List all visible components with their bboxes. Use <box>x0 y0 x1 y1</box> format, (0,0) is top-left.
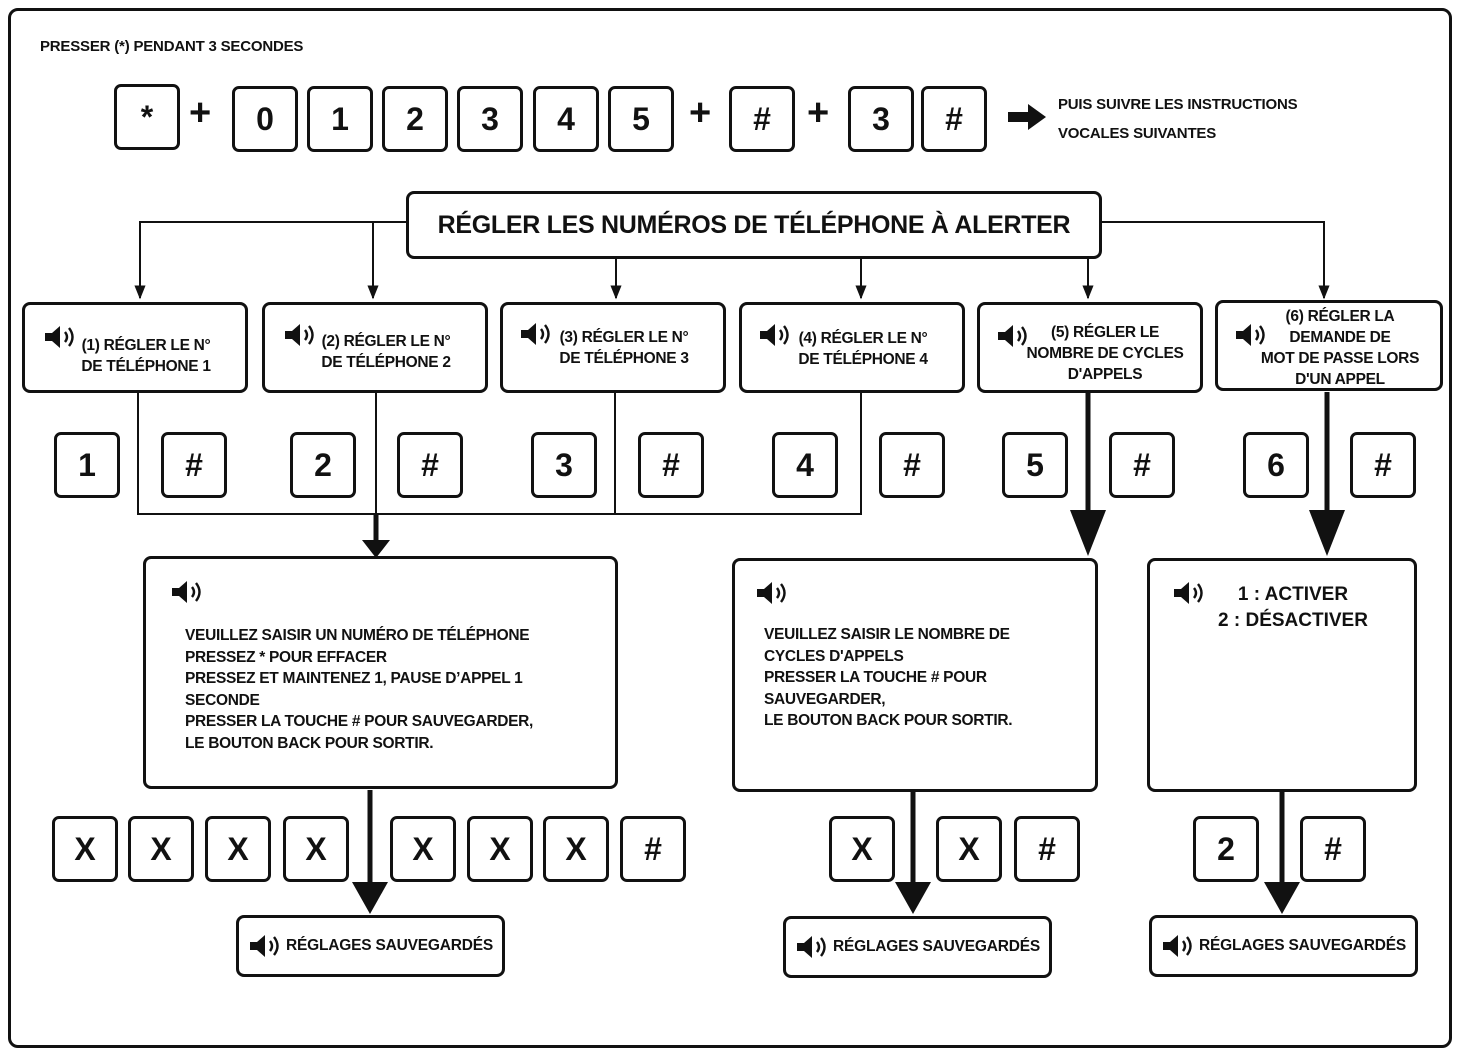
speaker-icon <box>998 325 1027 347</box>
step-key-hash: # <box>1350 432 1416 498</box>
key-3: 3 <box>457 86 523 152</box>
saved-box-1: RÉGLAGES SAUVEGARDÉS <box>236 915 505 977</box>
step-key-hash: # <box>879 432 945 498</box>
speaker-icon <box>172 581 201 603</box>
key-2: 2 <box>382 86 448 152</box>
step-label: (2) RÉGLER LE N° DE TÉLÉPHONE 2 <box>321 333 451 371</box>
entry-key-x: X <box>543 816 609 882</box>
key-4: 4 <box>533 86 599 152</box>
speaker-icon <box>796 936 826 958</box>
instruction-title: PRESSER (*) PENDANT 3 SECONDES <box>40 38 304 55</box>
prompt-box-cycles: VEUILLEZ SAISIR LE NOMBRE DE CYCLES D'AP… <box>732 558 1098 792</box>
step-key-1: 1 <box>54 432 120 498</box>
entry-key-x: X <box>283 816 349 882</box>
step-box-2: (2) RÉGLER LE N° DE TÉLÉPHONE 2 <box>262 302 488 393</box>
step-label: (4) RÉGLER LE N° DE TÉLÉPHONE 4 <box>798 330 928 368</box>
prompt-box-password: 1 : ACTIVER 2 : DÉSACTIVER <box>1147 558 1417 792</box>
entry-key-x: X <box>205 816 271 882</box>
entry-key-hash: # <box>1014 816 1080 882</box>
entry-key-x: X <box>467 816 533 882</box>
speaker-icon <box>45 326 74 348</box>
entry-key-hash: # <box>620 816 686 882</box>
saved-box-3: RÉGLAGES SAUVEGARDÉS <box>1149 915 1418 977</box>
step-box-5: (5) RÉGLER LE NOMBRE DE CYCLES D'APPELS <box>977 302 1203 393</box>
saved-label: RÉGLAGES SAUVEGARDÉS <box>832 938 1040 955</box>
prompt-text: 1 : ACTIVER 2 : DÉSACTIVER <box>1218 584 1368 631</box>
prompt-text: VEUILLEZ SAISIR UN NUMÉRO DE TÉLÉPHONE P… <box>185 627 534 752</box>
key-hash-b: # <box>921 86 987 152</box>
speaker-icon <box>1162 935 1192 957</box>
entry-key-hash: # <box>1300 816 1366 882</box>
speaker-icon <box>1174 582 1203 604</box>
entry-key-x: X <box>52 816 118 882</box>
connector-lines <box>134 221 1345 914</box>
step-box-4: (4) RÉGLER LE N° DE TÉLÉPHONE 4 <box>739 302 965 393</box>
step-key-hash: # <box>161 432 227 498</box>
instruction-note-line1: PUIS SUIVRE LES INSTRUCTIONS <box>1058 96 1298 113</box>
speaker-icon <box>249 935 279 957</box>
step-box-3: (3) RÉGLER LE N° DE TÉLÉPHONE 3 <box>500 302 726 393</box>
key-hash: # <box>729 86 795 152</box>
step-box-1: (1) RÉGLER LE N° DE TÉLÉPHONE 1 <box>22 302 248 393</box>
saved-label: RÉGLAGES SAUVEGARDÉS <box>285 937 493 954</box>
plus-sign: + <box>689 92 712 134</box>
key-3b: 3 <box>848 86 914 152</box>
entry-key-x: X <box>829 816 895 882</box>
key-star: * <box>114 84 180 150</box>
step-key-4: 4 <box>772 432 838 498</box>
step-key-2: 2 <box>290 432 356 498</box>
plus-sign: + <box>807 92 830 134</box>
entry-key-x: X <box>390 816 456 882</box>
step-key-6: 6 <box>1243 432 1309 498</box>
key-5: 5 <box>608 86 674 152</box>
step-key-hash: # <box>1109 432 1175 498</box>
step-label: (1) RÉGLER LE N° DE TÉLÉPHONE 1 <box>81 337 211 375</box>
step-key-hash: # <box>638 432 704 498</box>
plus-sign: + <box>189 92 212 134</box>
step-label: (3) RÉGLER LE N° DE TÉLÉPHONE 3 <box>559 329 689 367</box>
speaker-icon <box>757 582 786 604</box>
step-label: (5) RÉGLER LE NOMBRE DE CYCLES D'APPELS <box>1026 324 1184 383</box>
prompt-box-phone: VEUILLEZ SAISIR UN NUMÉRO DE TÉLÉPHONE P… <box>143 556 618 789</box>
entry-key-x: X <box>936 816 1002 882</box>
instruction-note-line2: VOCALES SUIVANTES <box>1058 125 1217 142</box>
key-0: 0 <box>232 86 298 152</box>
saved-box-2: RÉGLAGES SAUVEGARDÉS <box>783 916 1052 978</box>
speaker-icon <box>760 324 789 346</box>
entry-key-2: 2 <box>1193 816 1259 882</box>
speaker-icon <box>1236 324 1265 346</box>
step-label: (6) RÉGLER LA DEMANDE DE MOT DE PASSE LO… <box>1260 308 1420 388</box>
step-key-5: 5 <box>1002 432 1068 498</box>
step-key-hash: # <box>397 432 463 498</box>
step-box-6: (6) RÉGLER LA DEMANDE DE MOT DE PASSE LO… <box>1215 300 1443 391</box>
right-arrow-icon <box>1008 104 1046 130</box>
step-key-3: 3 <box>531 432 597 498</box>
speaker-icon <box>285 324 314 346</box>
speaker-icon <box>521 323 550 345</box>
header-title: RÉGLER LES NUMÉROS DE TÉLÉPHONE À ALERTE… <box>406 191 1102 259</box>
entry-key-x: X <box>128 816 194 882</box>
saved-label: RÉGLAGES SAUVEGARDÉS <box>1198 937 1406 954</box>
prompt-text: VEUILLEZ SAISIR LE NOMBRE DE CYCLES D'AP… <box>764 626 1013 729</box>
key-1: 1 <box>307 86 373 152</box>
